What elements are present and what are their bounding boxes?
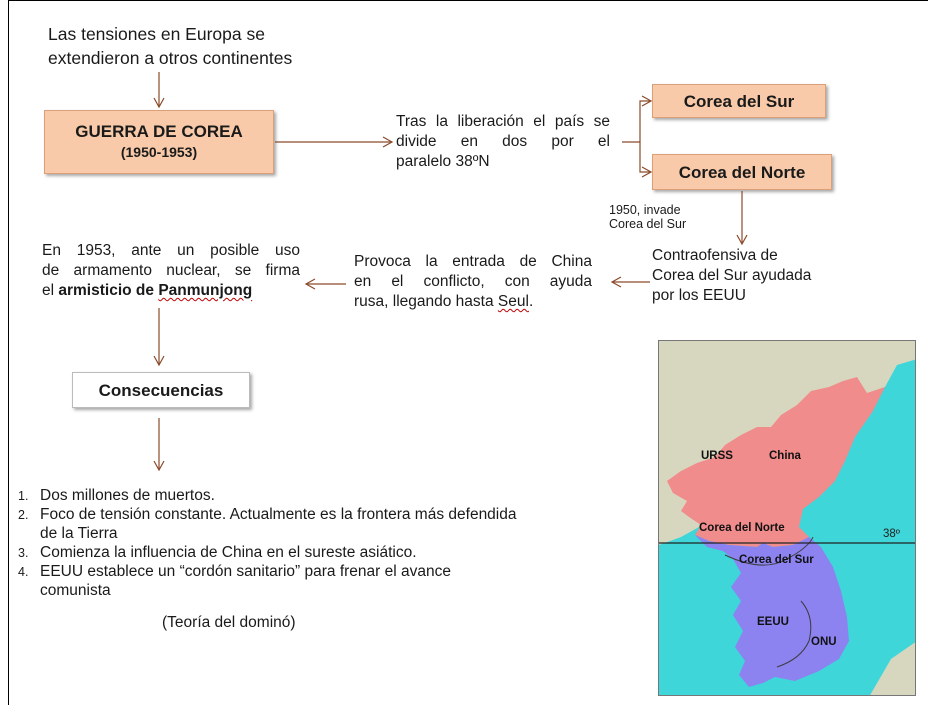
korea-map: URSS China Corea del Norte 38º Corea del… [658,340,916,696]
teoria-domino-text: (Teoría del dominó) [162,614,296,631]
list-item: 4.EEUU establece un “cordón sanitario” p… [18,563,451,599]
guerra-de-corea-box: GUERRA DE COREA (1950-1953) [44,110,274,174]
slide-frame-top [8,0,928,1]
slide-frame-left [8,0,9,705]
arrow-to-corea-sur [622,95,653,143]
list-item: 2.Foco de tensión constante. Actualmente… [18,506,517,542]
armisticio-text: En 1953, ante un posible uso de armament… [42,242,300,299]
map-label-china: China [769,450,802,462]
corea-del-norte-box: Corea del Norte [652,154,832,190]
korea-map-svg: URSS China Corea del Norte 38º Corea del… [659,341,915,695]
invade-note: 1950, invade Corea del Sur [609,203,687,231]
map-label-south: Corea del Sur [739,554,814,566]
occupation-line [776,600,812,668]
map-label-urss: URSS [701,450,733,462]
consecuencias-list: 1.Dos millones de muertos. 2.Foco de ten… [18,486,638,600]
division-text: Tras la liberación el país se divide en … [396,113,610,170]
consecuencias-box: Consecuencias [72,372,250,408]
guerra-title: GUERRA DE COREA [75,122,243,141]
map-label-38: 38º [883,528,901,540]
map-label-north: Corea del Norte [699,522,785,534]
south-korea-area [695,535,849,687]
map-label-onu: ONU [811,636,837,648]
guerra-years: (1950-1953) [120,144,198,160]
list-item: 3.Comienza la influencia de China en el … [18,544,417,561]
provoca-china-text: Provoca la entrada de China en el confli… [354,253,592,310]
north-korea-area [667,377,885,547]
japan-area [870,642,915,695]
arrow-to-corea-norte [639,142,653,178]
intro-text: Las tensiones en Europa se extendieron a… [48,24,293,68]
contraofensiva-text: Contraofensiva de Corea del Sur ayudada … [652,247,812,304]
corea-del-sur-box: Corea del Sur [652,84,826,118]
list-item: 1.Dos millones de muertos. [18,487,215,504]
map-label-eeuu: EEUU [757,616,789,628]
